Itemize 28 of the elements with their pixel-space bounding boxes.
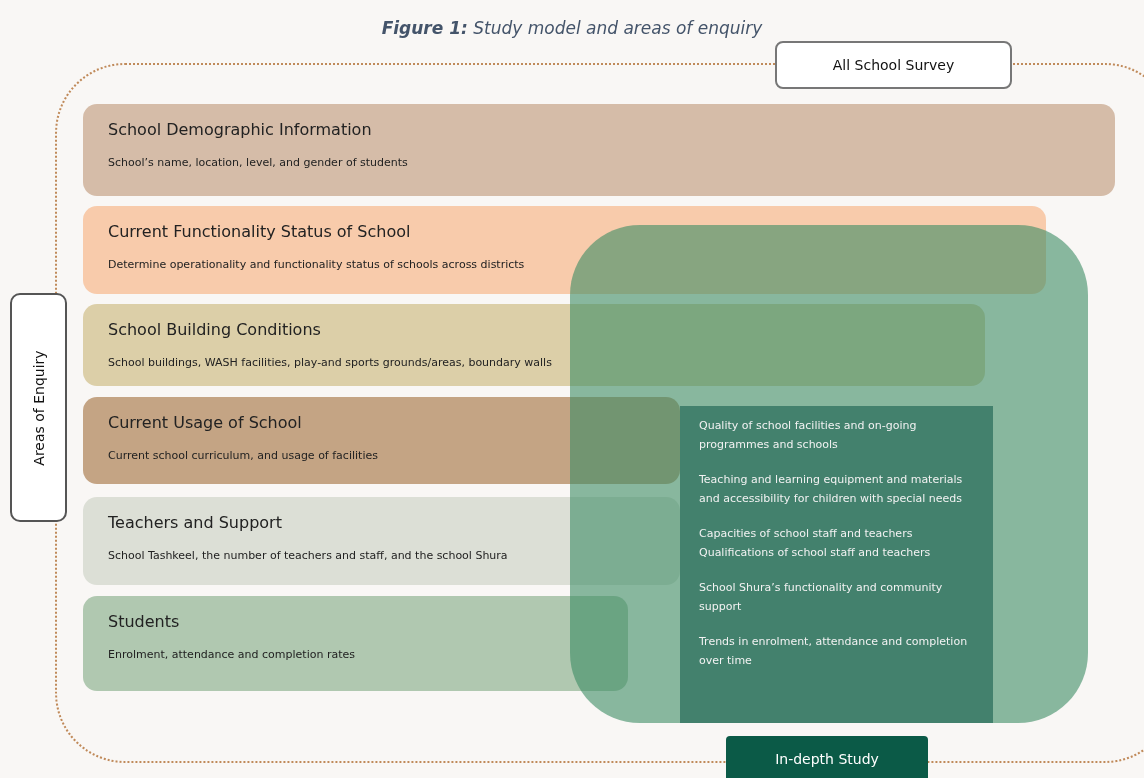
- topic-description: Determine operationality and functionality status of schools across districts: [108, 258, 525, 271]
- topic-band: [83, 104, 1115, 196]
- topic-band: [83, 497, 680, 585]
- enquiry-item: Capacities of school staff and teachers Qualifications of school staff and teachers: [699, 526, 932, 561]
- survey-label: All School Survey: [775, 41, 1012, 89]
- in-depth-panel: [680, 406, 993, 723]
- figure-title: Figure 1: Study model and areas of enquiry: [380, 18, 764, 38]
- topic-heading: School Building Conditions: [108, 320, 321, 339]
- topic-band: [83, 206, 1046, 294]
- topic-description: Enrolment, attendance and completion rates: [108, 648, 355, 661]
- topic-description: School buildings, WASH facilities, play-and sports grounds/areas, boundary walls: [108, 356, 552, 369]
- topic-heading: Current Functionality Status of School: [108, 222, 411, 241]
- enquiry-item: School Shura’s functionality and community support: [699, 580, 944, 615]
- side-label: Areas of Enquiry: [30, 349, 47, 466]
- topic-band: [83, 596, 628, 691]
- topic-description: School Tashkeel, the number of teachers and staff, and the school Shura: [108, 549, 508, 562]
- enquiry-item: Trends in enrolment, attendance and completion over time: [699, 634, 969, 669]
- topic-description: School’s name, location, level, and gender of students: [108, 156, 408, 169]
- topic-heading: School Demographic Information: [108, 120, 372, 139]
- topic-description: Current school curriculum, and usage of facilities: [108, 449, 378, 462]
- topic-band: [83, 397, 680, 484]
- topic-band: [83, 304, 985, 386]
- topic-heading: Students: [108, 612, 180, 631]
- topic-heading: Teachers and Support: [108, 513, 282, 532]
- enquiry-item: Quality of school facilities and on-going programmes and schools: [699, 418, 918, 453]
- enquiry-item: Teaching and learning equipment and materials and accessibility for children with special needs: [699, 472, 964, 507]
- topic-heading: Current Usage of School: [108, 413, 302, 432]
- in-depth-label: In-depth Study: [726, 736, 928, 778]
